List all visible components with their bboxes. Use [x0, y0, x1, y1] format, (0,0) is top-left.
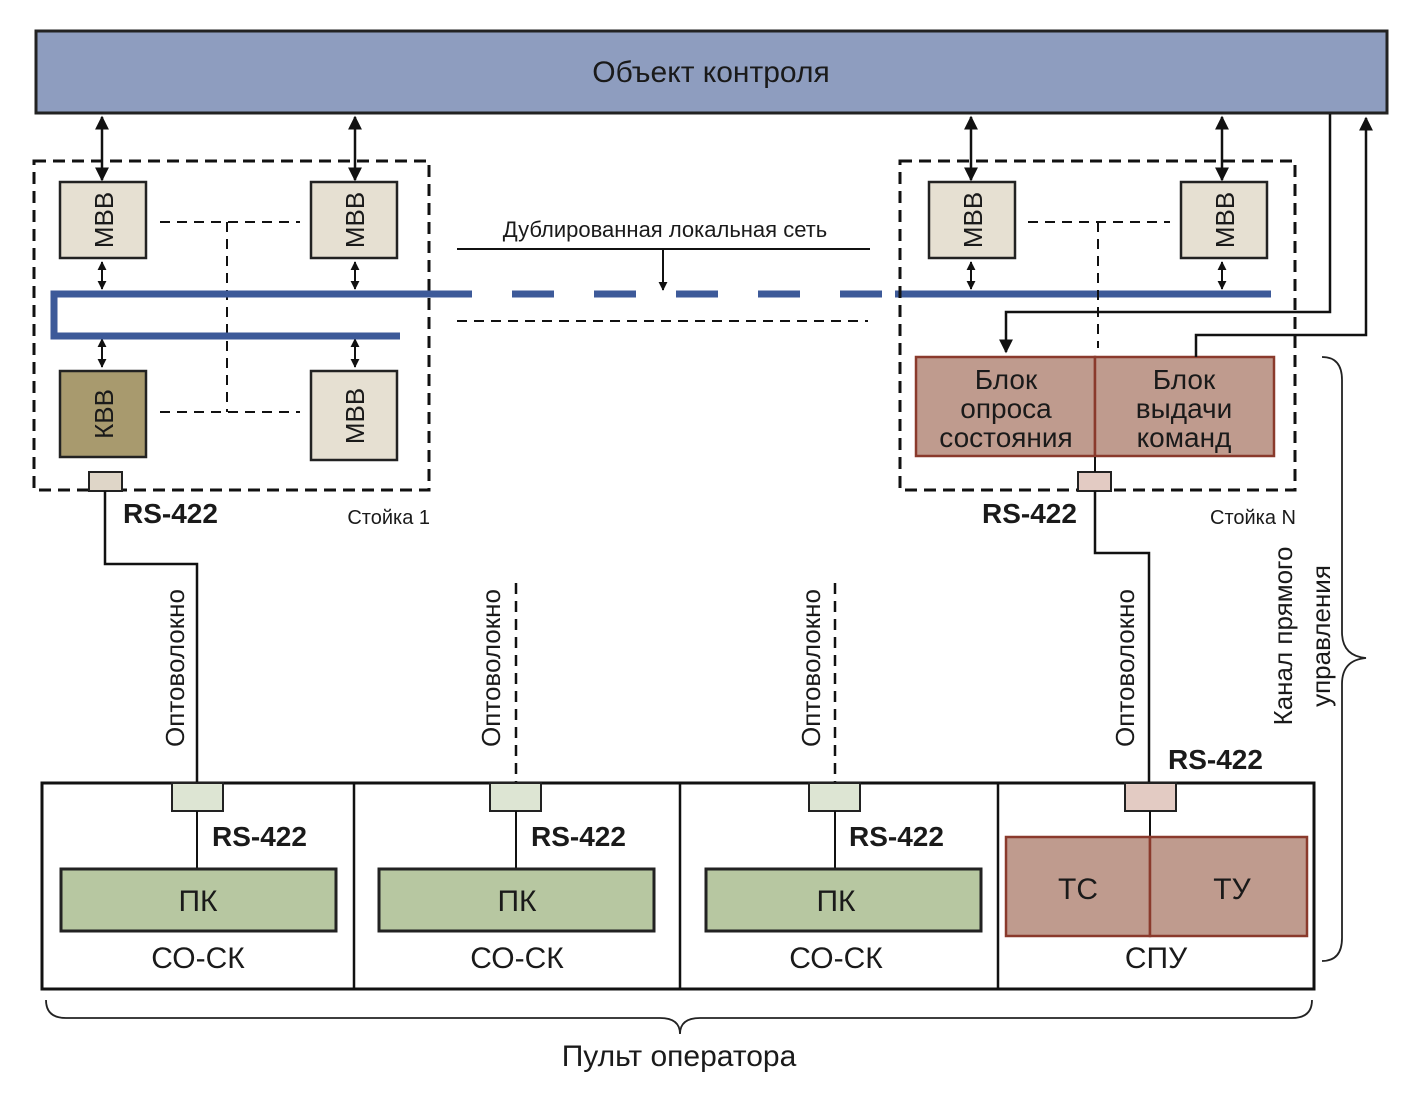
rack1-rs422-label: RS-422: [123, 498, 218, 529]
poll-block-line-2: опроса: [960, 393, 1052, 424]
rackn-rs422-connector: [1077, 471, 1112, 492]
console-cell4-rs422-label: RS-422: [1168, 744, 1263, 775]
direct-channel-brace: [1321, 356, 1367, 962]
console-cell2-pc-label: ПК: [497, 885, 537, 918]
console-cell1-connector: [171, 782, 224, 812]
rackn-rs422-label: RS-422: [982, 498, 1077, 529]
console-cell1-name: СО-СК: [151, 942, 245, 975]
control-object-label: Объект контроля: [592, 56, 829, 89]
console-ts-label: ТС: [1058, 873, 1098, 906]
rack1-mvv-label-2: МВВ: [340, 192, 370, 248]
command-block-line-3: команд: [1137, 422, 1232, 453]
fiber-label-4: Оптоволокно: [1110, 589, 1140, 747]
control-object-box: [34, 29, 1389, 115]
poll-block-line-3: состояния: [939, 422, 1072, 453]
console-tu-label: ТУ: [1213, 873, 1251, 906]
console-cell3-pc: [704, 867, 983, 933]
rackn-mvv-module-1: [927, 180, 1017, 260]
console-cell1-pc: [59, 867, 338, 933]
console-cell2-connector: [489, 782, 542, 812]
operator-console-label: Пульт оператора: [562, 1040, 797, 1073]
direct-channel-label-1: Канал прямого: [1268, 547, 1298, 726]
console-cell3-connector: [808, 782, 861, 812]
rack1-kvv-label: КВВ: [89, 389, 119, 439]
poll-block-line-1: Блок: [975, 364, 1038, 395]
fiber-link-4: [1093, 491, 1151, 783]
console-cell2-name: СО-СК: [470, 942, 564, 975]
console-cell4-connector: [1124, 782, 1177, 812]
console-cell2-pc: [377, 867, 656, 933]
fiber-label-1: Оптоволокно: [160, 589, 190, 747]
console-cell2-rs422-label: RS-422: [531, 821, 626, 852]
console-cell4-name: СПУ: [1125, 942, 1188, 975]
rack1-bus-arrows: [97, 261, 360, 368]
rack1-mvv-module-1: [58, 180, 148, 260]
direct-channel-label-2: управления: [1306, 565, 1336, 707]
object-to-poll-link: [999, 114, 1332, 354]
console-cell1-rs422-label: RS-422: [212, 821, 307, 852]
local-network-label: Дублированная локальная сеть: [503, 217, 828, 242]
rackn-bus-arrows: [966, 261, 1227, 290]
console-cell3-rs422-label: RS-422: [849, 821, 944, 852]
command-block-line-2: выдачи: [1136, 393, 1233, 424]
rack1-kvv-module: [58, 369, 148, 459]
command-output-block: [1093, 355, 1276, 458]
rack1-rs422-connector: [88, 471, 123, 492]
command-block-line-1: Блок: [1153, 364, 1216, 395]
rack1-mvv-module-3: [309, 369, 399, 462]
operator-console-dividers: [352, 783, 1000, 989]
console-cell3-pc-label: ПК: [816, 885, 856, 918]
rack1-mvv-module-2: [309, 180, 399, 260]
console-cell1-pc-label: ПК: [178, 885, 218, 918]
operator-console-brace: [45, 999, 1313, 1035]
rack1-label: Стойка 1: [347, 507, 430, 529]
rackn-internal-links: [1028, 221, 1170, 348]
console-tu-block: [1148, 835, 1309, 938]
fiber-label-2: Оптоволокно: [476, 589, 506, 747]
rack1-internal-links: [160, 221, 300, 413]
console-cell3-name: СО-СК: [789, 942, 883, 975]
rackn-label: Стойка N: [1210, 507, 1296, 529]
rack1-mvv-label-3: МВВ: [340, 388, 370, 444]
rackn-mvv-module-2: [1179, 180, 1269, 260]
rack1-mvv-label-1: МВВ: [89, 192, 119, 248]
console-ts-block: [1004, 835, 1152, 938]
fiber-label-3: Оптоволокно: [796, 589, 826, 747]
rackn-mvv-label-2: МВВ: [1210, 192, 1240, 248]
poll-status-block: [914, 355, 1097, 458]
rack-1-frame: [32, 159, 431, 492]
fiber-link-1: [103, 491, 199, 783]
rackn-mvv-label-1: МВВ: [958, 192, 988, 248]
local-network-bus: [50, 290, 1271, 340]
command-to-object-link: [1194, 116, 1373, 357]
